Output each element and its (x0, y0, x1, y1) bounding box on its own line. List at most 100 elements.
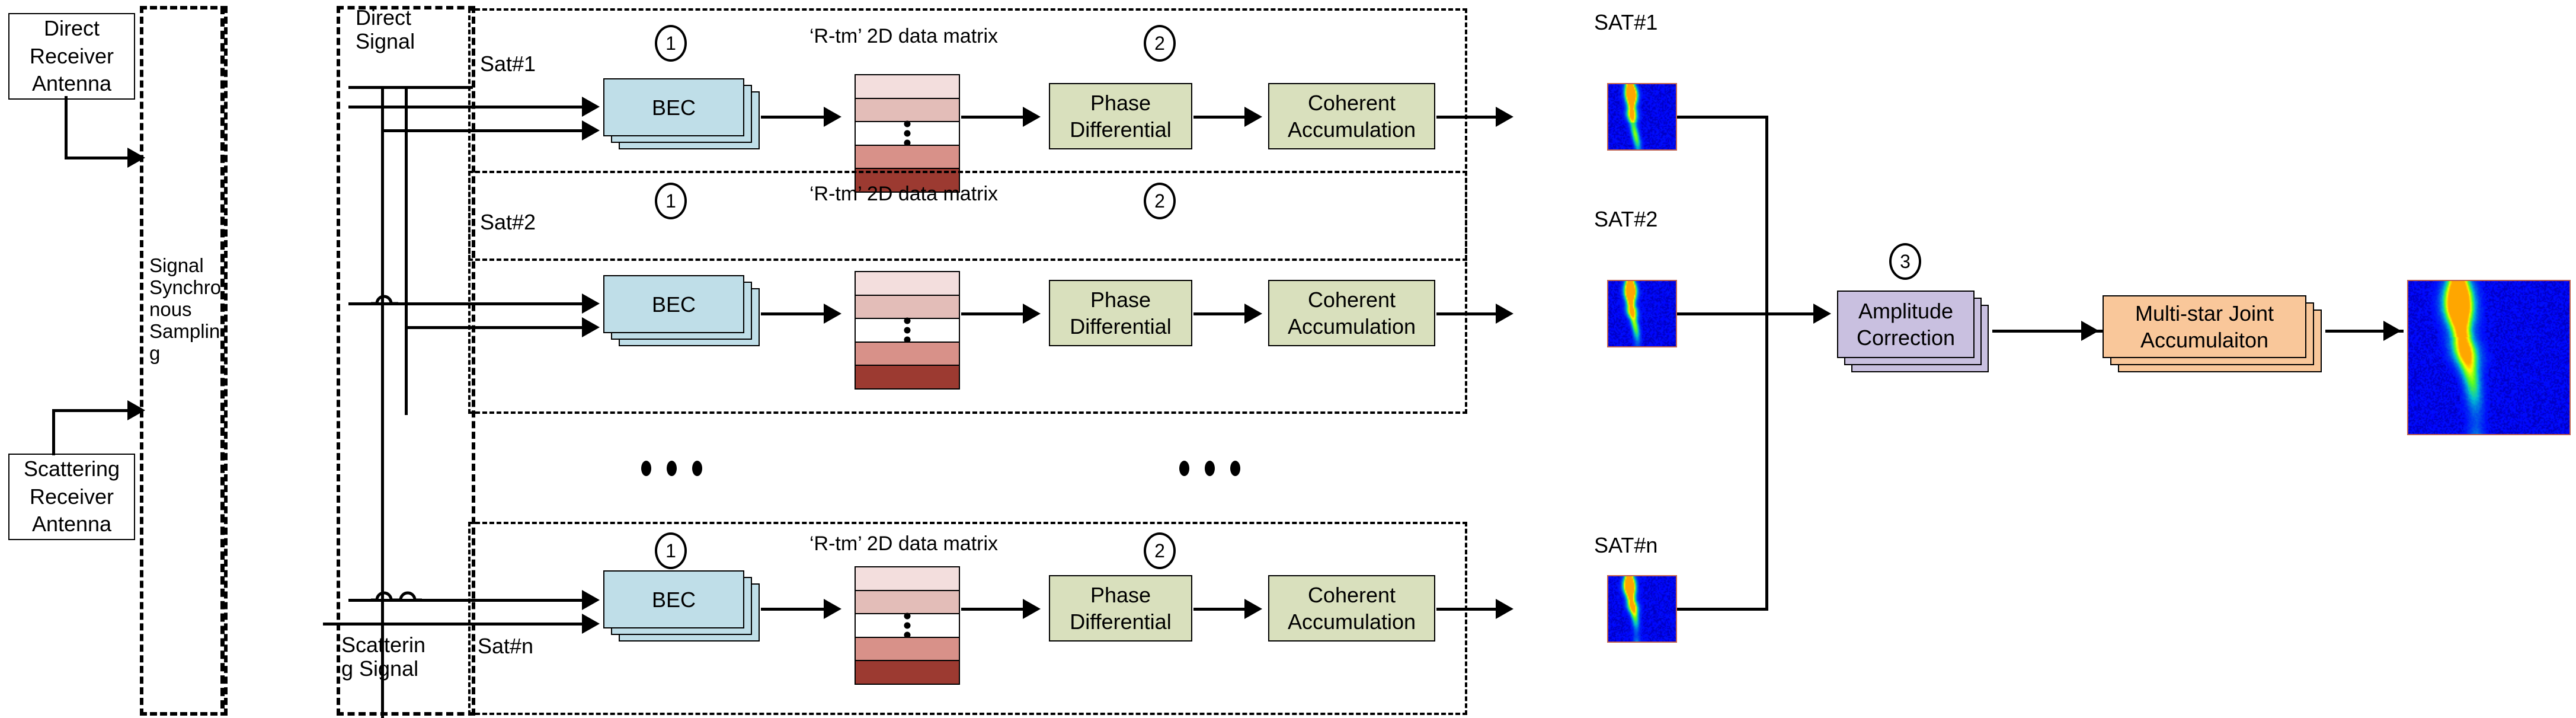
amplitude-correction-label: Amplitude Correction (1856, 299, 1956, 350)
direct-bus-main (348, 86, 473, 89)
channel-n-bec-to-matrix (761, 608, 827, 611)
channel-1-sat-label: Sat#1 (480, 52, 536, 76)
channel-n-phase-differential-label: Phase Differential (1070, 583, 1172, 634)
channel-2-matrix-caption: ‘R-tm’ 2D data matrix (809, 183, 999, 205)
signal-synchronous-sampling-box-right (140, 6, 228, 716)
channel-n-direct-arrow (582, 590, 600, 610)
channel-n-bec-stack[interactable]: BEC (603, 570, 760, 642)
channel-2-coherent-accumulation-box[interactable]: Coherent Accumulation (1268, 280, 1435, 346)
amplitude-correction-stack[interactable]: Amplitude Correction (1837, 291, 1992, 372)
matrix-band (856, 295, 959, 320)
channel-n-matrix-to-phase-arrow (1023, 599, 1041, 619)
channel-n-step-1-marker: 1 (655, 532, 687, 569)
channel-2-direct-in (348, 302, 584, 305)
channel-1-matrix-to-phase-arrow (1023, 107, 1041, 127)
matrix-band (856, 612, 959, 639)
channel-n-output-wire (1677, 608, 1768, 611)
channel-n-accum-to-output-arrow (1496, 599, 1513, 619)
channel-1-phase-differential-label: Phase Differential (1070, 91, 1172, 142)
channel-2-matrix-to-phase-arrow (1023, 304, 1041, 324)
channel-n-bec-label: BEC (651, 587, 696, 612)
scattering-signal-label: Scatterin g Signal (341, 633, 425, 681)
channel-1-phase-to-accum (1193, 116, 1248, 119)
channel-1-accum-to-output (1436, 116, 1499, 119)
final-output-thumbnail (2407, 280, 2571, 435)
channel-2-sat-label: Sat#2 (480, 210, 536, 234)
channel-2-phase-differential-box[interactable]: Phase Differential (1049, 280, 1192, 346)
direct-receiver-antenna-label: Direct Receiver Antenna (29, 15, 114, 96)
amplitude-to-joint-arrow (2081, 321, 2099, 341)
matrix-band (856, 567, 959, 591)
channel-n-coherent-accumulation-box[interactable]: Coherent Accumulation (1268, 575, 1435, 642)
joint-to-final-wire (2325, 330, 2404, 333)
channel-2-data-matrix (855, 271, 960, 390)
channel-2-step-2-text: 2 (1154, 190, 1165, 212)
channel-1-output-wire (1677, 116, 1768, 119)
channel-1-coherent-accumulation-box[interactable]: Coherent Accumulation (1268, 83, 1435, 149)
channel-1-output-thumbnail (1607, 83, 1677, 151)
matrix-band (856, 120, 959, 146)
channel-n-dashed-box (468, 522, 1467, 715)
matrix-vertical-ellipsis (904, 612, 911, 639)
channel-1-bec-label: BEC (651, 95, 696, 120)
matrix-band (856, 366, 959, 388)
joint-accumulation-label: Multi-star Joint Accumulaiton (2135, 301, 2274, 352)
channel-n-scatter-arrow (582, 614, 600, 634)
channel-2-phase-to-accum (1193, 312, 1248, 315)
scattering-receiver-antenna-box: Scattering Receiver Antenna (8, 454, 135, 540)
channel-1-bec-to-matrix-arrow (824, 107, 841, 127)
channel-n-output-wire-v (1765, 312, 1768, 609)
channel-2-bec-stack[interactable]: BEC (603, 275, 760, 346)
channel-2-coherent-accumulation-label: Coherent Accumulation (1287, 288, 1416, 339)
matrix-vertical-ellipsis (904, 120, 911, 146)
channel-1-bec-to-matrix (761, 116, 827, 119)
amplitude-to-joint-wire (1992, 330, 2103, 333)
bec-stack-layer-front: BEC (603, 570, 744, 628)
channel-1-matrix-to-phase (961, 116, 1026, 119)
channel-n-step-2-marker: 2 (1144, 532, 1176, 569)
step-3-text: 3 (1900, 250, 1911, 272)
channel-1-phase-to-accum-arrow (1244, 107, 1262, 127)
amplitude-stack-layer-front: Amplitude Correction (1837, 291, 1975, 358)
channel-1-matrix-caption: ‘R-tm’ 2D data matrix (809, 25, 999, 47)
channel-n-coherent-accumulation-label: Coherent Accumulation (1287, 583, 1416, 634)
channel-n-phase-to-accum-arrow (1244, 599, 1262, 619)
direct-signal-label: Direct Signal (356, 5, 415, 54)
channel-1-step-1-text: 1 (665, 32, 676, 54)
channel-n-scatter-in (323, 623, 584, 626)
channel-1-coherent-accumulation-label: Coherent Accumulation (1287, 91, 1416, 142)
joint-accumulation-stack[interactable]: Multi-star Joint Accumulaiton (2103, 295, 2325, 372)
channel-1-output-label: SAT#1 (1594, 10, 1658, 34)
bec-stack-layer-front: BEC (603, 78, 744, 136)
channel-n-direct-in (348, 599, 584, 602)
signal-synchronous-sampling-box (220, 6, 225, 709)
joint-to-final-arrow (2383, 321, 2401, 341)
channel-2-step-1-marker: 1 (655, 183, 687, 219)
channel-1-scatter-in (381, 129, 584, 132)
channel-n-output-label: SAT#n (1594, 533, 1658, 557)
channel-n-accum-to-output (1436, 608, 1499, 611)
direct-receiver-antenna-box: Direct Receiver Antenna (8, 13, 135, 100)
channel-2-bec-to-matrix-arrow (824, 304, 841, 324)
wire-hop-channel-n-b (395, 591, 422, 602)
channel-1-phase-differential-box[interactable]: Phase Differential (1049, 83, 1192, 149)
channel-2-phase-differential-label: Phase Differential (1070, 288, 1172, 339)
channel-2-output-thumbnail (1607, 280, 1677, 347)
matrix-vertical-ellipsis (904, 317, 911, 343)
matrix-band (856, 342, 959, 366)
channel-n-step-2-text: 2 (1154, 540, 1165, 561)
channel-2-output-label: SAT#2 (1594, 207, 1658, 231)
channel-n-sat-label: Sat#n (478, 634, 534, 658)
channel-1-bec-stack[interactable]: BEC (603, 78, 760, 149)
direct-bus-drop-b (405, 86, 408, 415)
channel-n-phase-differential-box[interactable]: Phase Differential (1049, 575, 1192, 642)
matrix-band (856, 272, 959, 296)
channel-n-phase-to-accum (1193, 608, 1248, 611)
channel-2-matrix-to-phase (961, 312, 1026, 315)
channel-2-accum-to-output-arrow (1496, 304, 1513, 324)
scattering-antenna-wire-v (52, 410, 55, 455)
channel-1-accum-to-output-arrow (1496, 107, 1513, 127)
signal-synchronous-sampling-label: Signal Synchro nous Samplin g (149, 254, 222, 364)
channel-1-step-1-marker: 1 (655, 25, 687, 62)
